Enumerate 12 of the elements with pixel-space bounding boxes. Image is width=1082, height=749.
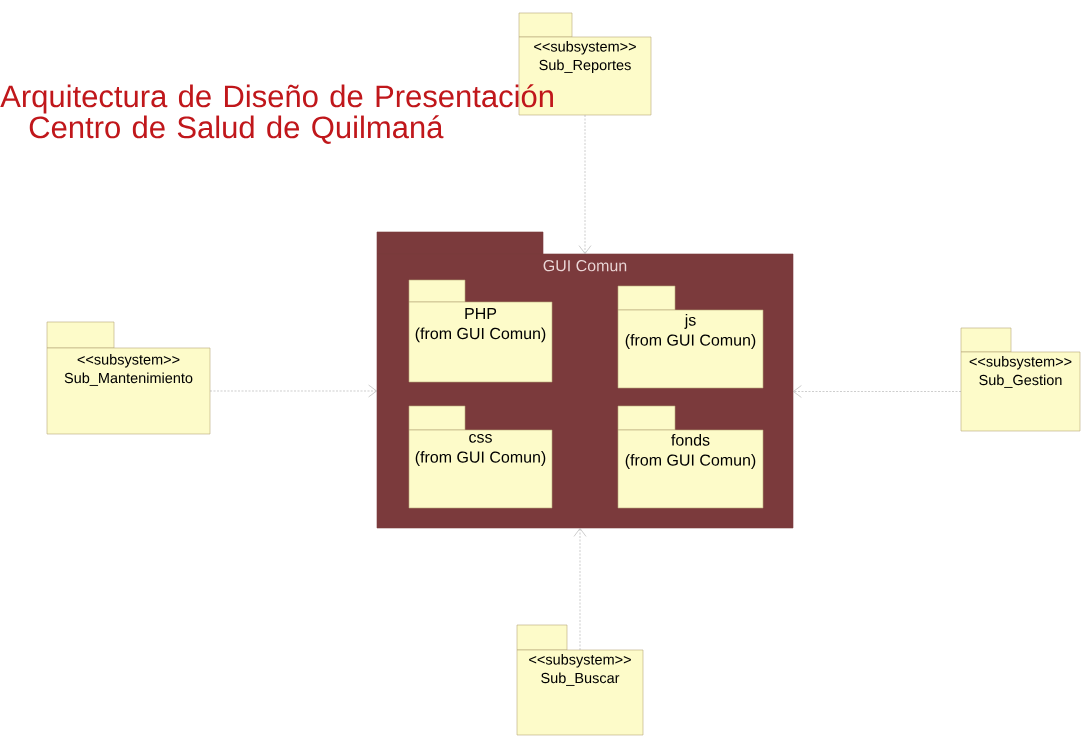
package-box: PHP (from GUI Comun) xyxy=(408,279,553,383)
arrow xyxy=(573,528,587,651)
package-box: <<subsystem>> Sub_Buscar xyxy=(516,624,644,736)
arrow xyxy=(793,385,962,398)
arrow xyxy=(578,114,592,254)
package-box: js (from GUI Comun) xyxy=(617,285,764,389)
package-box: css (from GUI Comun) xyxy=(408,405,553,509)
arrow xyxy=(209,384,377,398)
package-box: fonds (from GUI Comun) xyxy=(617,405,764,509)
title: Arquitectura de Diseño de Presentación Centro de Salud de Quilmaná xyxy=(0,84,553,144)
package-box: <<subsystem>> Sub_Gestion xyxy=(960,327,1081,432)
package-box: <<subsystem>> Sub_Mantenimiento xyxy=(46,321,211,435)
